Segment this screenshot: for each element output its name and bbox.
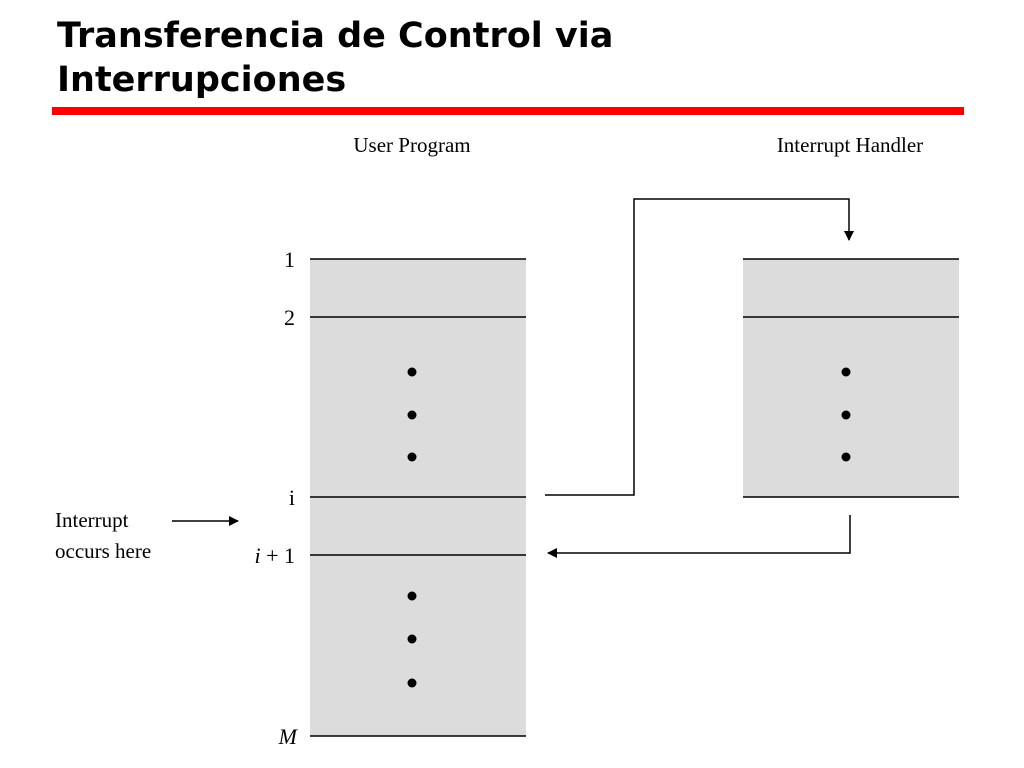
ellipsis-dot (841, 367, 851, 377)
title-underline (52, 107, 964, 115)
ellipsis-dot (407, 678, 417, 688)
interrupt-handler-box (743, 259, 959, 497)
slide-title-line-2: Interrupciones (57, 60, 347, 100)
user-program-label: User Program (353, 133, 470, 157)
slide-title: Transferencia de Control via Interrupcio… (57, 14, 613, 102)
ellipsis-dot (407, 410, 417, 420)
ellipsis-dot (841, 410, 851, 420)
ellipsis-dot (407, 591, 417, 601)
interrupt-handler-row-lines (743, 258, 959, 498)
transfer-to-handler-arrow (545, 198, 854, 496)
return-to-program-arrow (547, 515, 851, 558)
user-program-ellipsis-upper (407, 367, 417, 462)
row-label-i-plus-1-variable: i (254, 543, 260, 568)
ellipsis-dot (407, 367, 417, 377)
user-program-ellipsis-lower (407, 591, 417, 688)
ellipsis-dot (407, 452, 417, 462)
ellipsis-dot (407, 634, 417, 644)
interrupt-handler-ellipsis (841, 367, 851, 462)
ellipsis-dot (841, 452, 851, 462)
interrupt-handler-label: Interrupt Handler (777, 133, 923, 157)
row-label-m: M (278, 724, 299, 749)
row-label-i-plus-1: i + 1 (254, 543, 295, 568)
interrupt-note-line-2: occurs here (55, 539, 151, 563)
user-program-row-lines (310, 258, 526, 737)
row-label-1: 1 (284, 247, 295, 272)
row-label-i: i (289, 485, 295, 510)
row-label-2: 2 (284, 305, 295, 330)
slide-title-line-1: Transferencia de Control via (57, 16, 614, 56)
row-label-i-plus-1-offset: + 1 (261, 543, 295, 568)
interrupt-note-line-1: Interrupt (55, 508, 129, 532)
